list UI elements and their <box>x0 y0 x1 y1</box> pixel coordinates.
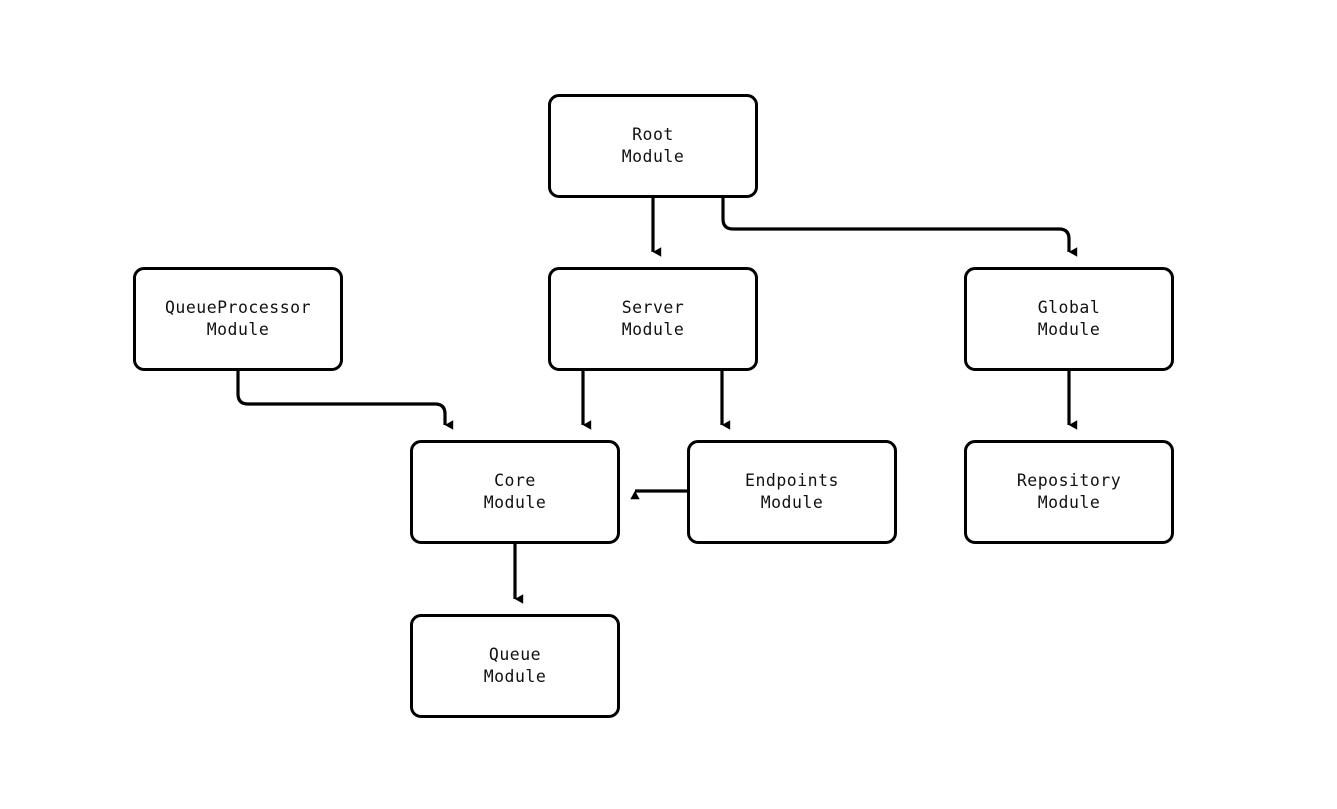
node-endpoints-module-label-line1: Endpoints <box>745 471 839 490</box>
node-repository-module-label-line1: Repository <box>1016 471 1122 490</box>
node-queueprocessor-module-label-line2: Module <box>206 320 270 339</box>
node-global-module-label-line2: Module <box>1037 320 1101 339</box>
node-global-module-label-line1: Global <box>1037 298 1101 317</box>
node-queue-module[interactable]: Queue Module <box>410 614 620 718</box>
edge-root-global <box>721 198 1078 257</box>
node-queueprocessor-module[interactable]: QueueProcessor Module <box>133 267 343 371</box>
node-server-module-label-line2: Module <box>621 320 685 339</box>
node-queue-module-label-line1: Queue <box>488 645 542 664</box>
node-queueprocessor-module-label-line1: QueueProcessor <box>164 298 312 317</box>
node-root-module-label-line1: Root <box>632 125 674 144</box>
edge-queueprocessor-core <box>236 371 454 430</box>
node-endpoints-module[interactable]: Endpoints Module <box>687 440 897 544</box>
node-root-module[interactable]: Root Module <box>548 94 758 198</box>
node-queue-module-label-line2: Module <box>483 667 547 686</box>
node-repository-module-label-line2: Module <box>1037 493 1101 512</box>
node-repository-module[interactable]: Repository Module <box>964 440 1174 544</box>
node-core-module-label-line1: Core <box>494 471 536 490</box>
node-core-module-label-line2: Module <box>483 493 547 512</box>
node-endpoints-module-label-line2: Module <box>760 493 824 512</box>
node-server-module-label-line1: Server <box>621 298 685 317</box>
node-root-module-label-line2: Module <box>621 147 685 166</box>
node-global-module[interactable]: Global Module <box>964 267 1174 371</box>
node-core-module[interactable]: Core Module <box>410 440 620 544</box>
node-server-module[interactable]: Server Module <box>548 267 758 371</box>
